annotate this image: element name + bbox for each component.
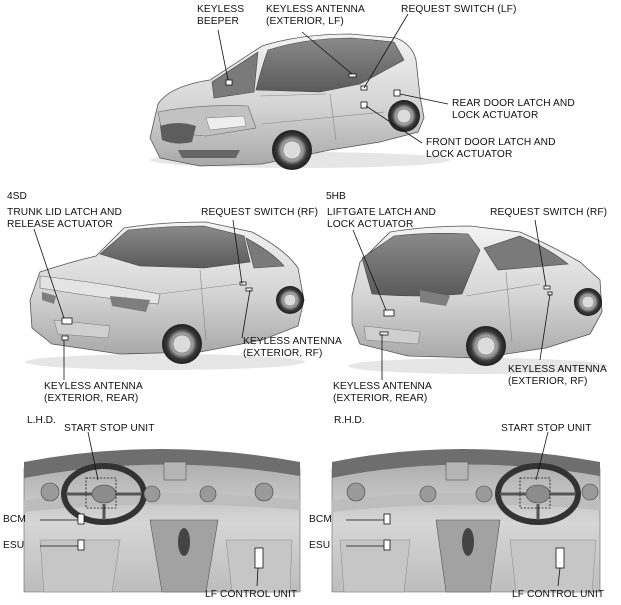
label-request-switch-rf-hatchback: REQUEST SWITCH (RF) <box>490 207 608 218</box>
label-keyless-antenna-exterior-rf-sedan: KEYLESS ANTENNA (EXTERIOR, RF) <box>243 336 342 359</box>
label-rear-door-latch-lock-actuator: REAR DOOR LATCH AND LOCK ACTUATOR <box>452 98 575 121</box>
label-request-switch-rf-sedan: REQUEST SWITCH (RF) <box>201 207 319 218</box>
label-lf-control-unit-rhd: LF CONTROL UNIT <box>512 589 605 600</box>
lhd-component-markers <box>77 477 264 569</box>
label-lf-control-unit-lhd: LF CONTROL UNIT <box>205 589 298 600</box>
rhd-section-title: R.H.D. <box>334 415 365 426</box>
label-start-stop-unit-rhd: START STOP UNIT <box>501 423 592 434</box>
sedan-car-illustration <box>25 221 305 370</box>
label-front-door-latch-lock-actuator: FRONT DOOR LATCH AND LOCK ACTUATOR <box>426 137 556 160</box>
label-bcm-rhd: BCM <box>309 514 332 525</box>
leader-lines <box>33 13 561 587</box>
lhd-section-title: L.H.D. <box>27 415 56 426</box>
sedan-component-markers <box>61 281 253 341</box>
hatchback-car-illustration <box>348 225 608 374</box>
label-trunk-lid-latch-release-actuator: TRUNK LID LATCH AND RELEASE ACTUATOR <box>7 207 122 230</box>
lhd-interior-illustration <box>23 449 301 593</box>
hatchback-section-title: 5HB <box>326 191 346 202</box>
label-liftgate-latch-lock-actuator: LIFTGATE LATCH AND LOCK ACTUATOR <box>327 207 436 230</box>
label-keyless-beeper: KEYLESS BEEPER <box>197 4 245 27</box>
label-keyless-antenna-exterior-rf-hatchback: KEYLESS ANTENNA (EXTERIOR, RF) <box>508 364 607 387</box>
label-request-switch-lf: REQUEST SWITCH (LF) <box>401 4 517 15</box>
rhd-interior-illustration <box>331 449 601 593</box>
rhd-component-markers <box>383 477 565 569</box>
label-keyless-antenna-exterior-lf: KEYLESS ANTENNA (EXTERIOR, LF) <box>266 4 365 27</box>
label-keyless-antenna-exterior-rear-hatchback: KEYLESS ANTENNA (EXTERIOR, REAR) <box>333 381 432 404</box>
sedan-section-title: 4SD <box>7 191 27 202</box>
label-esu-lhd: ESU <box>3 540 25 551</box>
label-keyless-antenna-exterior-rear-sedan: KEYLESS ANTENNA (EXTERIOR, REAR) <box>44 381 143 404</box>
label-esu-rhd: ESU <box>309 540 331 551</box>
top-car-illustration <box>149 33 450 170</box>
label-start-stop-unit-lhd: START STOP UNIT <box>64 423 155 434</box>
label-bcm-lhd: BCM <box>3 514 26 525</box>
